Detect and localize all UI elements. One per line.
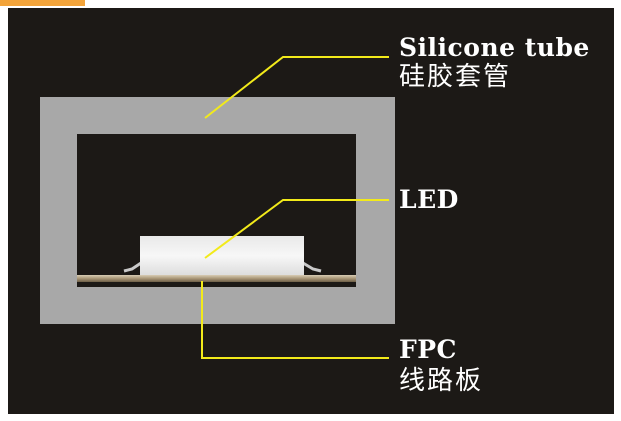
led-leader-line <box>204 199 389 259</box>
led-body <box>140 236 304 276</box>
fpc-strip <box>77 275 356 282</box>
led-lead-right <box>302 261 322 273</box>
silicone-leader-line <box>204 56 389 119</box>
silicone-tube-label-en: Silicone tube <box>399 33 590 62</box>
silicone-tube <box>40 97 395 324</box>
fpc-label-en: FPC <box>399 335 457 364</box>
silicone-tube-label-cn: 硅胶套管 <box>399 62 512 92</box>
corner-accent-strip <box>0 0 85 6</box>
led-label: LED <box>399 185 459 214</box>
fpc-label-cn: 线路板 <box>399 366 484 396</box>
diagram-canvas <box>8 8 614 414</box>
fpc-leader-line <box>201 281 389 359</box>
led-lead-left <box>123 261 142 273</box>
